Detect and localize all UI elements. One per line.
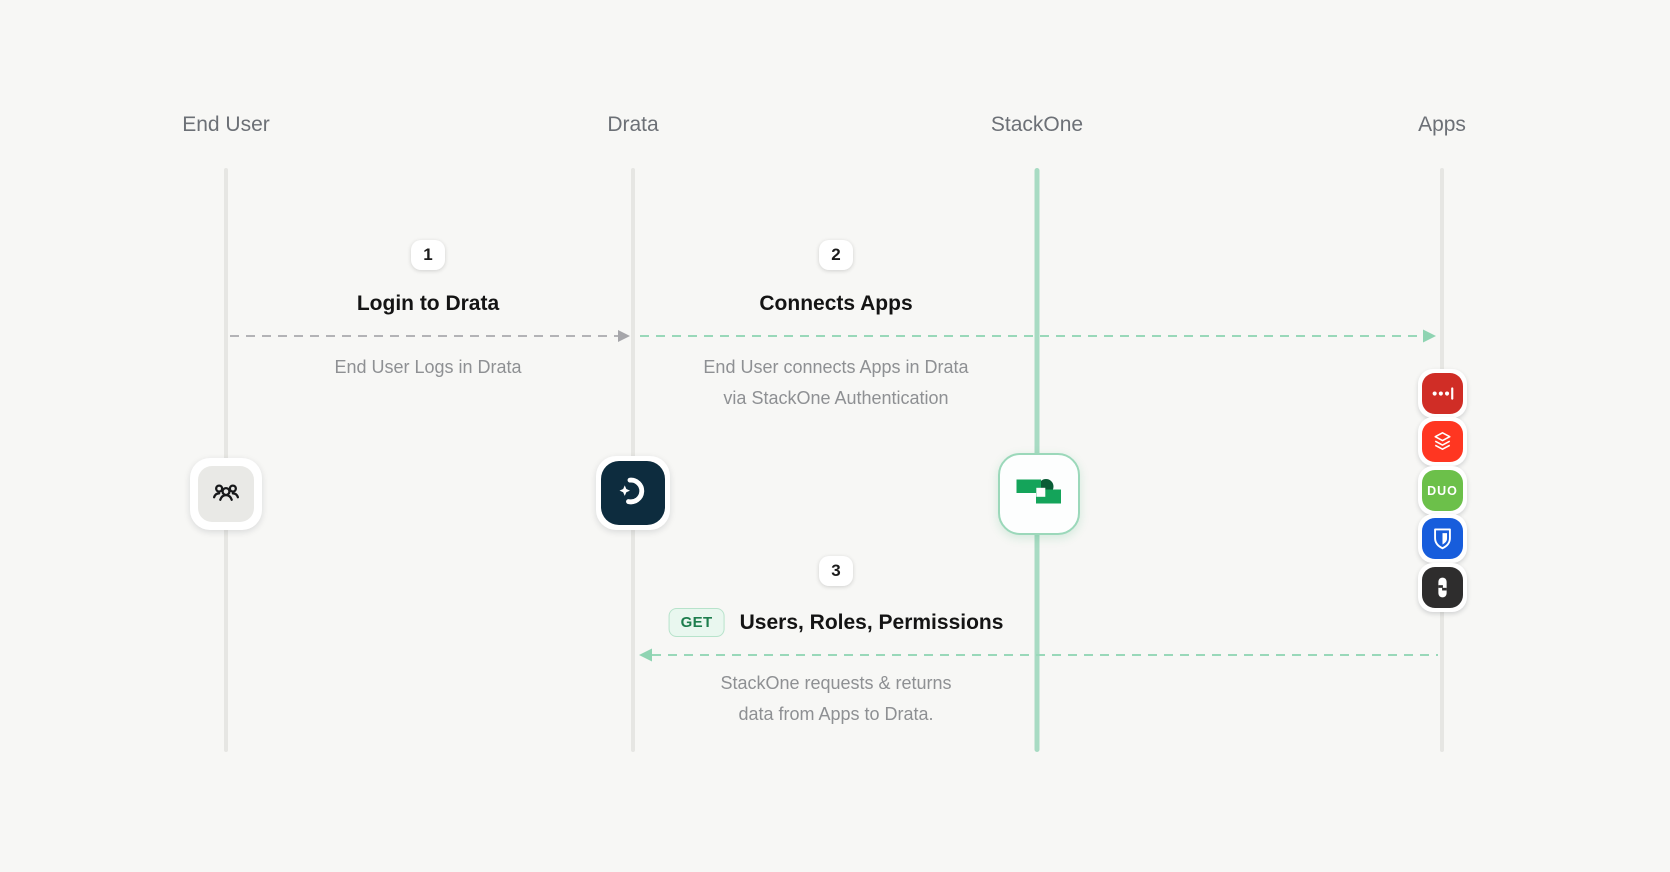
arrow-step-1 — [230, 330, 630, 342]
app-card-duo: DUO — [1418, 466, 1467, 515]
duo-icon: DUO — [1422, 470, 1463, 511]
step-1-title: Login to Drata — [356, 292, 500, 315]
step-2-title: Connects Apps — [759, 292, 913, 315]
user-group-icon — [210, 476, 242, 513]
lane-label-apps: Apps — [1418, 113, 1466, 136]
databricks-icon — [1422, 421, 1463, 462]
app-card-lastpass — [1418, 369, 1467, 418]
lane-label-stackone: StackOne — [990, 113, 1084, 136]
lane-label-drata: Drata — [607, 113, 659, 136]
lane-label-end-user: End User — [182, 113, 270, 136]
step-3-description: StackOne requests & returns data from Ap… — [720, 673, 952, 724]
drata-logo-card — [596, 456, 670, 530]
step-2-badge: 2 — [819, 240, 853, 270]
step-1-badge: 1 — [411, 240, 445, 270]
lastpass-icon — [1422, 373, 1463, 414]
step-3-badge: 3 — [819, 556, 853, 586]
step-1-description: End User Logs in Drata — [334, 357, 522, 377]
stackone-logo-icon — [1016, 477, 1062, 512]
onepassword-icon — [1422, 567, 1463, 608]
arrow-step-2 — [640, 329, 1436, 343]
step-2-description: End User connects Apps in Drata via Stac… — [703, 357, 969, 408]
step-3-title-row: GET Users, Roles, Permissions — [668, 608, 1004, 637]
stackone-logo-card — [998, 453, 1080, 535]
end-user-avatar — [190, 458, 262, 530]
drata-logo-icon — [609, 467, 657, 520]
arrow-step-3 — [639, 648, 1438, 662]
get-method-chip: GET — [668, 608, 725, 637]
bitwarden-icon — [1422, 518, 1463, 559]
app-card-1password — [1418, 563, 1467, 612]
app-card-databricks — [1418, 417, 1467, 466]
app-card-bitwarden — [1418, 514, 1467, 563]
step-3-title: Users, Roles, Permissions — [739, 610, 1004, 634]
